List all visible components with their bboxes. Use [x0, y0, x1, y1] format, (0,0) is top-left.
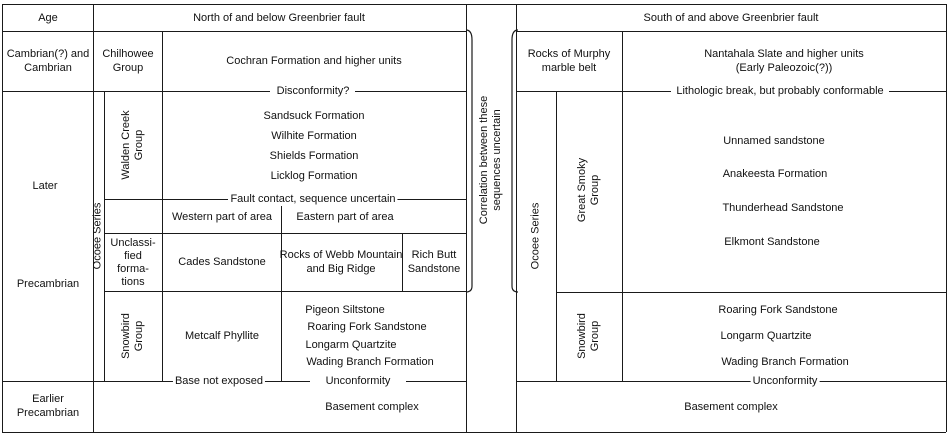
rule-age-col [93, 4, 94, 432]
rule-litho-left [516, 91, 671, 92]
north-ocoee-series: Ocoee Series [91, 202, 104, 270]
rule-header-bottom-right [516, 31, 946, 32]
rule-header-bottom [2, 31, 466, 32]
rule-cambrian-bottom-left [2, 91, 93, 92]
rule-webb-right [402, 233, 403, 291]
south-longarm-quartzite: Longarm Quartzite [720, 330, 812, 342]
north-basement-complex: Basement complex [325, 401, 419, 413]
rule-area-bottom [104, 233, 466, 234]
rule-base-left [93, 381, 175, 382]
rule-murphy-right [622, 31, 623, 91]
north-roaring-fork-sandstone: Roaring Fork Sandstone [307, 321, 427, 333]
north-wading-branch-formation: Wading Branch Formation [306, 356, 434, 368]
rule-left-edge [2, 4, 3, 432]
lithologic-break-label: Lithologic break, but probably conformab… [674, 84, 886, 98]
rule-unclassified-right [162, 199, 163, 381]
rule-age-earlier-top [2, 381, 93, 382]
age-precambrian: Precambrian [16, 278, 80, 290]
rule-unconf-right [406, 381, 466, 382]
rule-disconformity-right [355, 91, 466, 92]
south-unconformity-label: Unconformity [750, 374, 820, 388]
rule-litho-right [889, 91, 946, 92]
rule-south-left [516, 4, 517, 432]
base-not-exposed-label: Base not exposed [172, 374, 266, 388]
unnamed-sandstone: Unnamed sandstone [723, 135, 825, 147]
licklog-formation: Licklog Formation [270, 170, 358, 182]
correlation-brace [465, 29, 519, 293]
north-unconformity-label: Unconformity [323, 374, 393, 388]
rule-south-unconf-right [818, 381, 946, 382]
header-age: Age [38, 12, 58, 24]
rule-cades-bottom [104, 291, 466, 292]
age-later: Later [32, 180, 58, 192]
rule-north-right [466, 4, 467, 432]
cochran-formation: Cochran Formation and higher units [226, 55, 402, 67]
rule-disconformity-left [93, 91, 270, 92]
south-basement-complex: Basement complex [684, 401, 778, 413]
shields-formation: Shields Formation [269, 150, 359, 162]
eastern-part-label: Eastern part of area [296, 211, 394, 223]
south-roaring-fork-sandstone: Roaring Fork Sandstone [718, 304, 838, 316]
south-wading-branch-formation: Wading Branch Formation [721, 356, 849, 368]
western-part-label: Western part of area [171, 211, 273, 223]
wilhite-formation: Wilhite Formation [271, 130, 357, 142]
rule-west-east [281, 199, 282, 381]
rule-top [2, 4, 946, 5]
header-north: North of and below Greenbrier fault [193, 12, 365, 24]
rule-south-group-right [622, 91, 623, 381]
metcalf-phyllite: Metcalf Phyllite [185, 330, 259, 342]
sandsuck-formation: Sandsuck Formation [263, 110, 365, 122]
rule-fault-left [104, 199, 228, 200]
rule-north-ocoee [104, 91, 105, 381]
rule-walden-right [162, 91, 163, 199]
rule-south-snowbird-top [556, 292, 946, 293]
rule-chilhowee-right [162, 31, 163, 91]
north-longarm-quartzite: Longarm Quartzite [305, 339, 397, 351]
rule-base-mid [264, 381, 310, 382]
south-ocoee-series: Ocoee Series [529, 202, 542, 270]
elkmont-sandstone: Elkmont Sandstone [724, 236, 820, 248]
anakeesta-formation: Anakeesta Formation [722, 168, 828, 180]
nantahala-slate: Nantahala Slate and higher units(Early P… [704, 48, 864, 74]
rule-fault-right [397, 199, 466, 200]
rule-bottom [2, 432, 946, 433]
thunderhead-sandstone: Thunderhead Sandstone [722, 202, 844, 214]
fault-contact-label: Fault contact, sequence uncertain [228, 192, 398, 206]
rule-right-edge [946, 4, 947, 432]
rule-south-ocoee [556, 91, 557, 381]
cades-sandstone: Cades Sandstone [178, 256, 266, 268]
disconformity-label: Disconformity? [274, 84, 352, 98]
pigeon-siltstone: Pigeon Siltstone [305, 304, 385, 316]
header-south: South of and above Greenbrier fault [643, 12, 819, 24]
rule-south-unconf-left [516, 381, 752, 382]
